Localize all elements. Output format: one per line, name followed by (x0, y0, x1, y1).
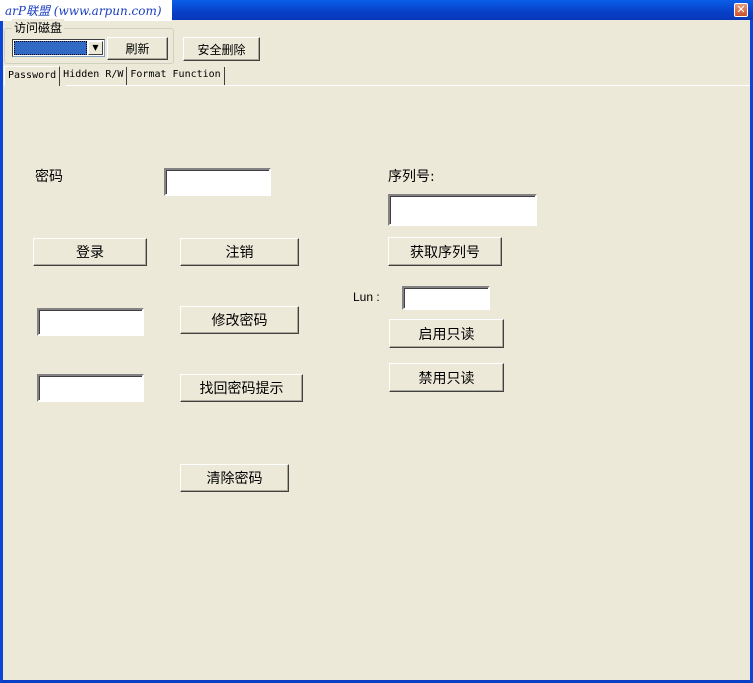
login-button[interactable]: 登录 (33, 238, 147, 266)
refresh-button[interactable]: 刷新 (107, 37, 168, 60)
window-title: arP联盟 (www.arpun.com) (0, 0, 172, 21)
tab-hidden-rw[interactable]: Hidden R/W (60, 67, 128, 85)
get-serial-button[interactable]: 获取序列号 (388, 237, 502, 266)
serial-input[interactable] (388, 194, 537, 226)
disk-access-group (4, 28, 174, 64)
tab-strip: Password Hidden R/W Format Function (4, 66, 225, 86)
tab-password[interactable]: Password (4, 66, 61, 86)
disk-access-group-label: 访问磁盘 (12, 19, 65, 36)
recover-hint-button[interactable]: 找回密码提示 (180, 374, 303, 402)
clear-password-button[interactable]: 清除密码 (180, 464, 289, 492)
title-bar[interactable]: arP联盟 (www.arpun.com) ✕ (0, 0, 753, 21)
secure-delete-button[interactable]: 安全删除 (183, 37, 260, 61)
password-hint-input[interactable] (37, 374, 144, 402)
logout-button[interactable]: 注销 (180, 238, 299, 266)
serial-label: 序列号: (388, 169, 435, 185)
enable-readonly-button[interactable]: 启用只读 (389, 319, 504, 348)
password-label: 密码 (35, 169, 63, 185)
lun-label: Lun : (353, 290, 380, 304)
lun-input[interactable] (402, 286, 490, 310)
password-input[interactable] (164, 168, 271, 196)
drive-select-value (14, 41, 87, 55)
tab-format-function[interactable]: Format Function (127, 67, 225, 85)
new-password-input[interactable] (37, 308, 144, 336)
chevron-down-icon[interactable]: ▼ (88, 41, 103, 55)
drive-select[interactable]: ▼ (12, 39, 105, 57)
disable-readonly-button[interactable]: 禁用只读 (389, 363, 504, 392)
tab-divider (66, 85, 750, 86)
close-icon[interactable]: ✕ (734, 3, 748, 17)
change-password-button[interactable]: 修改密码 (180, 306, 299, 334)
